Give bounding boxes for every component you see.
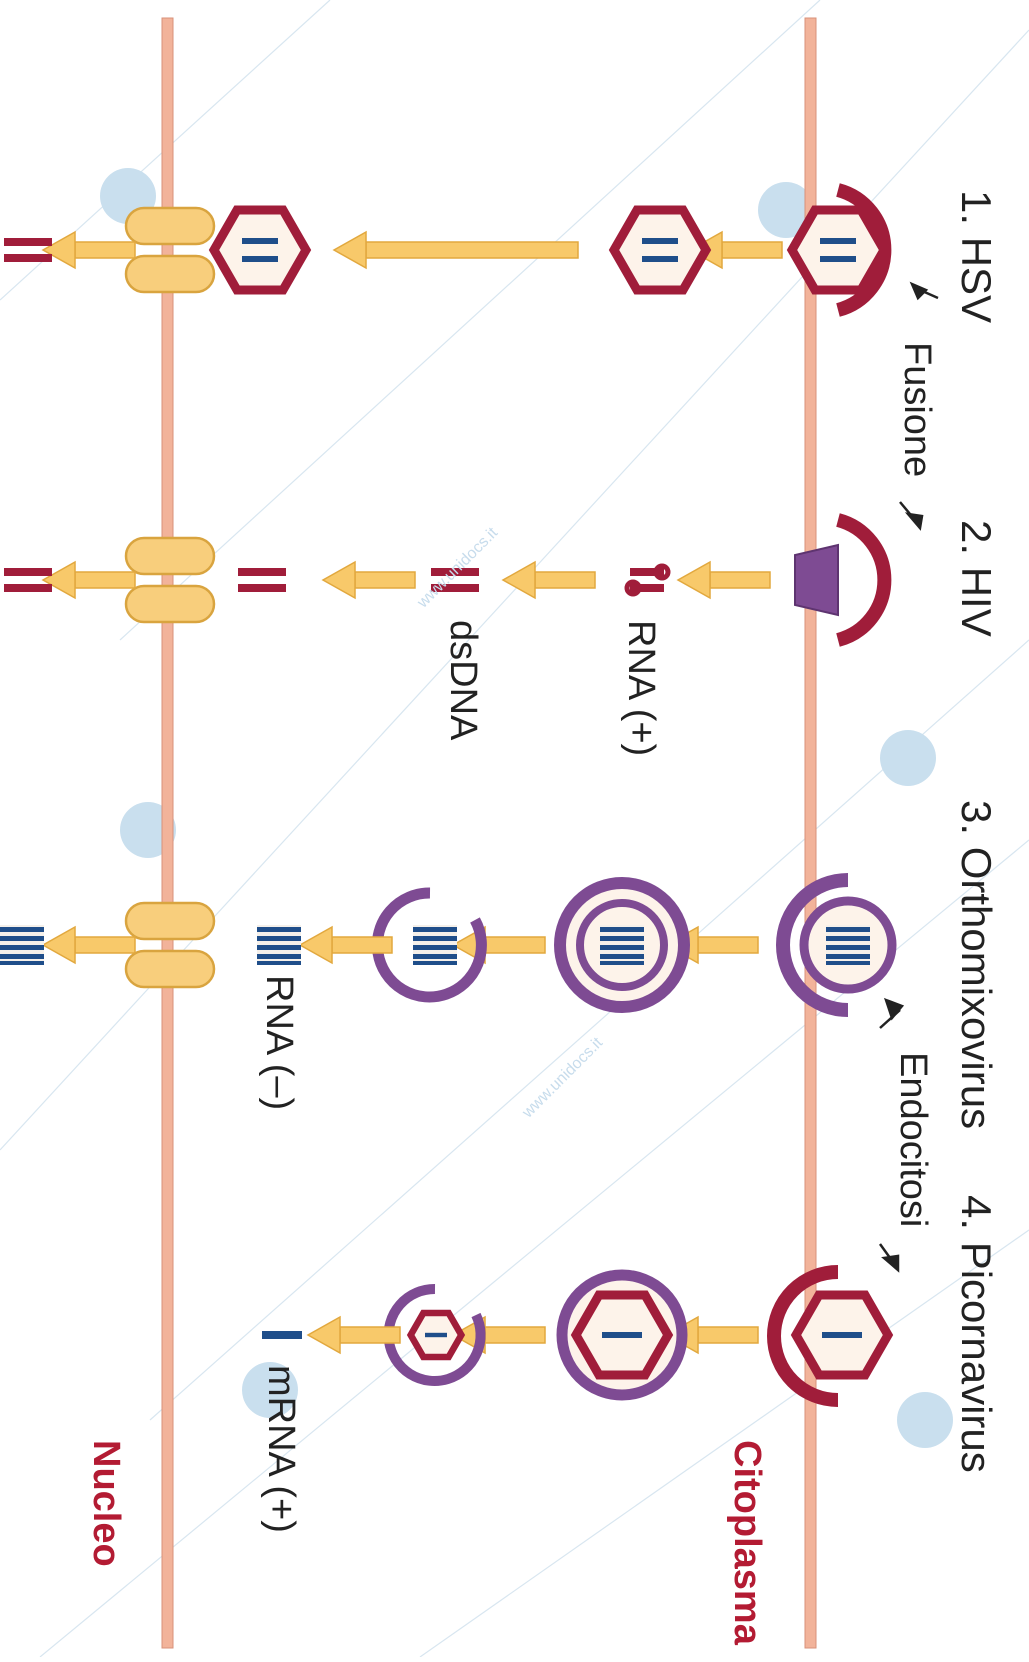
opened-endosome — [383, 1283, 486, 1386]
virus-label-picornavirus: 4. Picornavirus — [953, 1195, 1000, 1473]
nuclear-membrane — [161, 17, 174, 1649]
opened-envelope — [371, 887, 487, 1003]
mrna-plus-icon — [262, 1331, 302, 1339]
hsv-pathway — [4, 183, 892, 317]
rna-segments-icon — [600, 925, 644, 965]
watermark-logos — [100, 168, 953, 1448]
hsv-capsid-entry — [792, 210, 884, 290]
picorna-capsid — [576, 1295, 668, 1375]
arrow — [42, 926, 136, 964]
arrow — [502, 561, 596, 599]
nucleus-label: Nucleo — [85, 1440, 127, 1567]
picorna-capsid-entry — [796, 1295, 888, 1375]
rna-segments-nucleus — [0, 925, 44, 965]
virus-label-hiv: 2. HIV — [953, 520, 1000, 637]
arrow-long — [332, 230, 579, 270]
rna-plus-label: RNA (+) — [620, 620, 662, 757]
arrow — [452, 926, 546, 964]
uncoating-capsid — [406, 1309, 466, 1361]
arrow — [452, 1316, 546, 1354]
mrna-plus-label: mRNA (+) — [260, 1365, 302, 1533]
pointer-arrows — [878, 281, 939, 1273]
rna-minus-icon — [257, 925, 301, 965]
hiv-capsid — [794, 543, 839, 617]
hiv-envelope — [836, 513, 892, 647]
fusion-label: Fusione — [896, 342, 938, 478]
virus-label-orthomixovirus: 3. Orthomixovirus — [953, 800, 1000, 1130]
hsv-capsid-at-pore — [214, 210, 306, 290]
cytoplasm-label: Citoplasma — [726, 1440, 768, 1645]
hsv-capsid — [614, 210, 706, 290]
virus-label-hsv: 1. HSV — [953, 190, 1000, 324]
arrow — [42, 231, 136, 269]
rna-plus-icon — [624, 563, 671, 597]
arrow — [677, 561, 771, 599]
arrow — [42, 561, 136, 599]
picornavirus-pathway — [262, 1265, 888, 1407]
endosome-membrane — [767, 1265, 839, 1407]
orthomyxovirus-pathway — [0, 873, 897, 1017]
rna-minus-label: RNA (–) — [258, 975, 300, 1111]
dsdna-label: dsDNA — [442, 620, 484, 741]
dsdna-icon — [238, 568, 286, 592]
cell-membrane — [804, 17, 817, 1649]
endocytosis-label: Endocitosi — [892, 1052, 934, 1228]
arrow — [322, 561, 416, 599]
hiv-pathway — [4, 513, 892, 647]
rna-segments-icon — [826, 925, 870, 965]
rna-segments-icon — [413, 925, 457, 965]
endosome-membrane — [776, 873, 849, 1017]
